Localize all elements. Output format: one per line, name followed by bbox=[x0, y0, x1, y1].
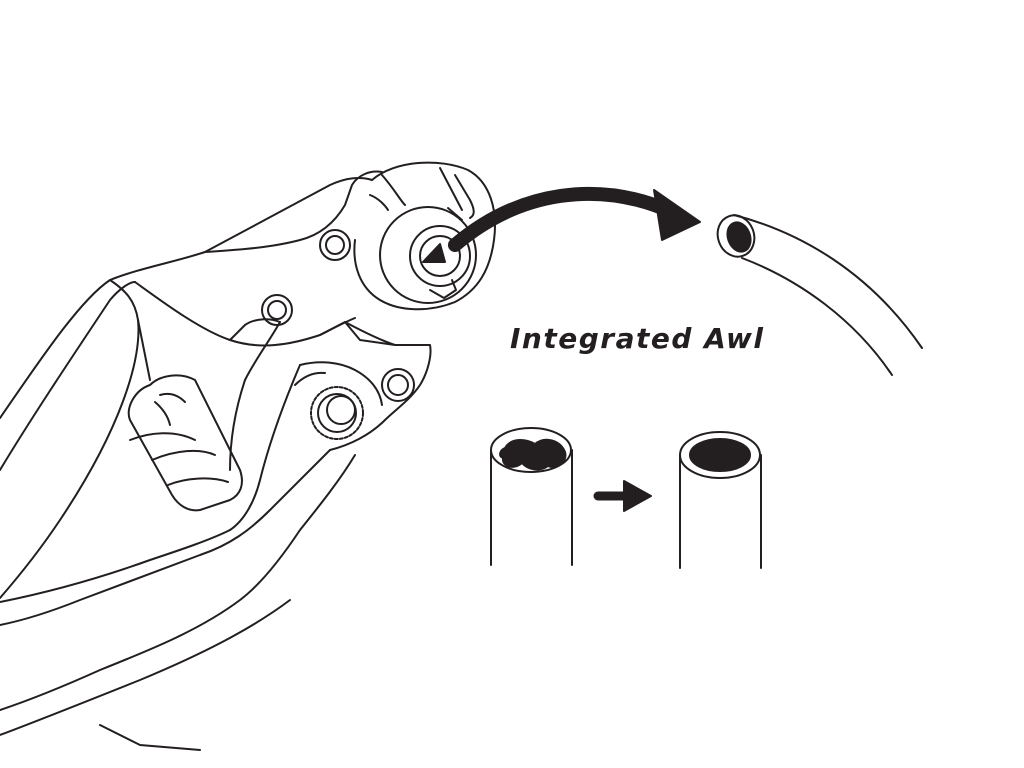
arrow-to-housing bbox=[448, 186, 701, 252]
rivet-upper bbox=[319, 229, 351, 261]
rivet-lower bbox=[261, 294, 293, 326]
lower-jaw bbox=[329, 321, 432, 451]
after-round-housing bbox=[679, 431, 762, 569]
lower-handle bbox=[229, 321, 281, 471]
upper-handle bbox=[0, 176, 373, 419]
awl-housing-inner bbox=[409, 225, 471, 287]
spring-cylinder bbox=[127, 374, 243, 512]
head-plate bbox=[204, 170, 383, 253]
caption-integrated-awl: Integrated Awl bbox=[510, 322, 765, 355]
awl-housing-outer bbox=[379, 206, 477, 304]
round-hole bbox=[689, 438, 751, 472]
crushed-hole bbox=[499, 438, 567, 471]
before-crushed-housing bbox=[490, 427, 573, 566]
cable-cutter-pliers bbox=[0, 161, 496, 751]
opened-cable-housing bbox=[716, 214, 923, 376]
cutter-head bbox=[353, 161, 496, 311]
awl-tip bbox=[422, 243, 446, 263]
arrow-right-icon bbox=[593, 480, 652, 512]
rivet-jaw bbox=[381, 368, 415, 402]
adjustment-knob bbox=[310, 386, 364, 440]
